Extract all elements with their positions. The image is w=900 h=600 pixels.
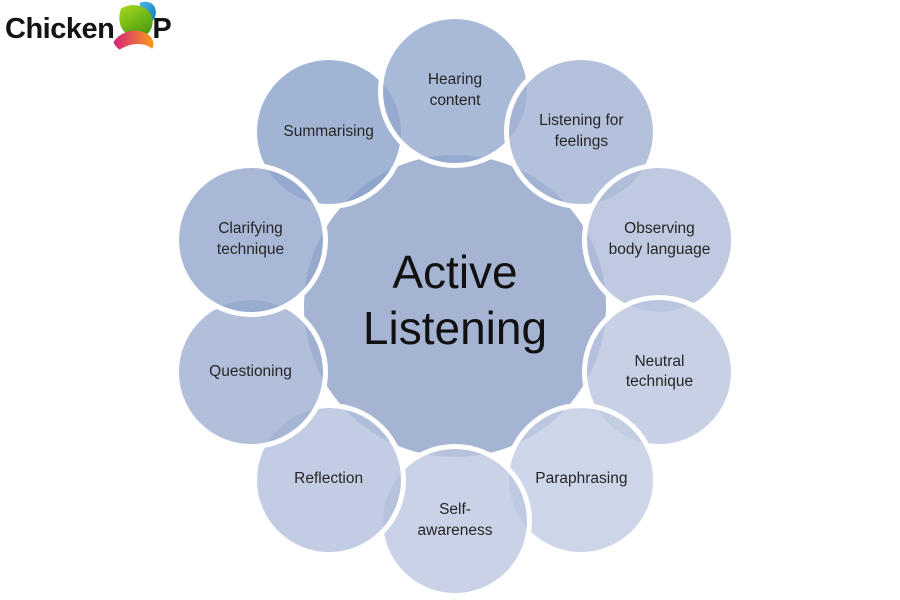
logo-swoosh-pink-orange (113, 30, 154, 50)
label-observing-body-language: Observing body language (608, 219, 711, 258)
label-reflection: Reflection (294, 470, 364, 488)
logo-text-right: P (152, 12, 172, 45)
label-paraphrasing: Paraphrasing (535, 470, 628, 488)
chickenqp-logo: Chicken P (5, 1, 172, 55)
label-questioning: Questioning (209, 362, 292, 380)
label-clarifying-technique: Clarifying technique (216, 219, 285, 258)
circle-observing-body-language: Observing body language (582, 162, 737, 317)
center-label: Active Listening (362, 246, 548, 355)
logo-text-left: Chicken (5, 12, 115, 45)
label-hearing-content: Hearing content (427, 71, 483, 109)
label-listening-for-feelings: Listening for feelings (539, 112, 624, 151)
chickenqp-swirl-icon (113, 1, 157, 50)
label-neutral-technique: Neutral technique (625, 352, 694, 391)
circle-clarifying-technique: Clarifying technique (173, 162, 328, 317)
label-summarising: Summarising (283, 122, 374, 140)
logo-petal-green (119, 5, 153, 38)
circle-questioning: Questioning (173, 295, 328, 450)
label-self-awareness: Self-awareness (417, 501, 493, 539)
